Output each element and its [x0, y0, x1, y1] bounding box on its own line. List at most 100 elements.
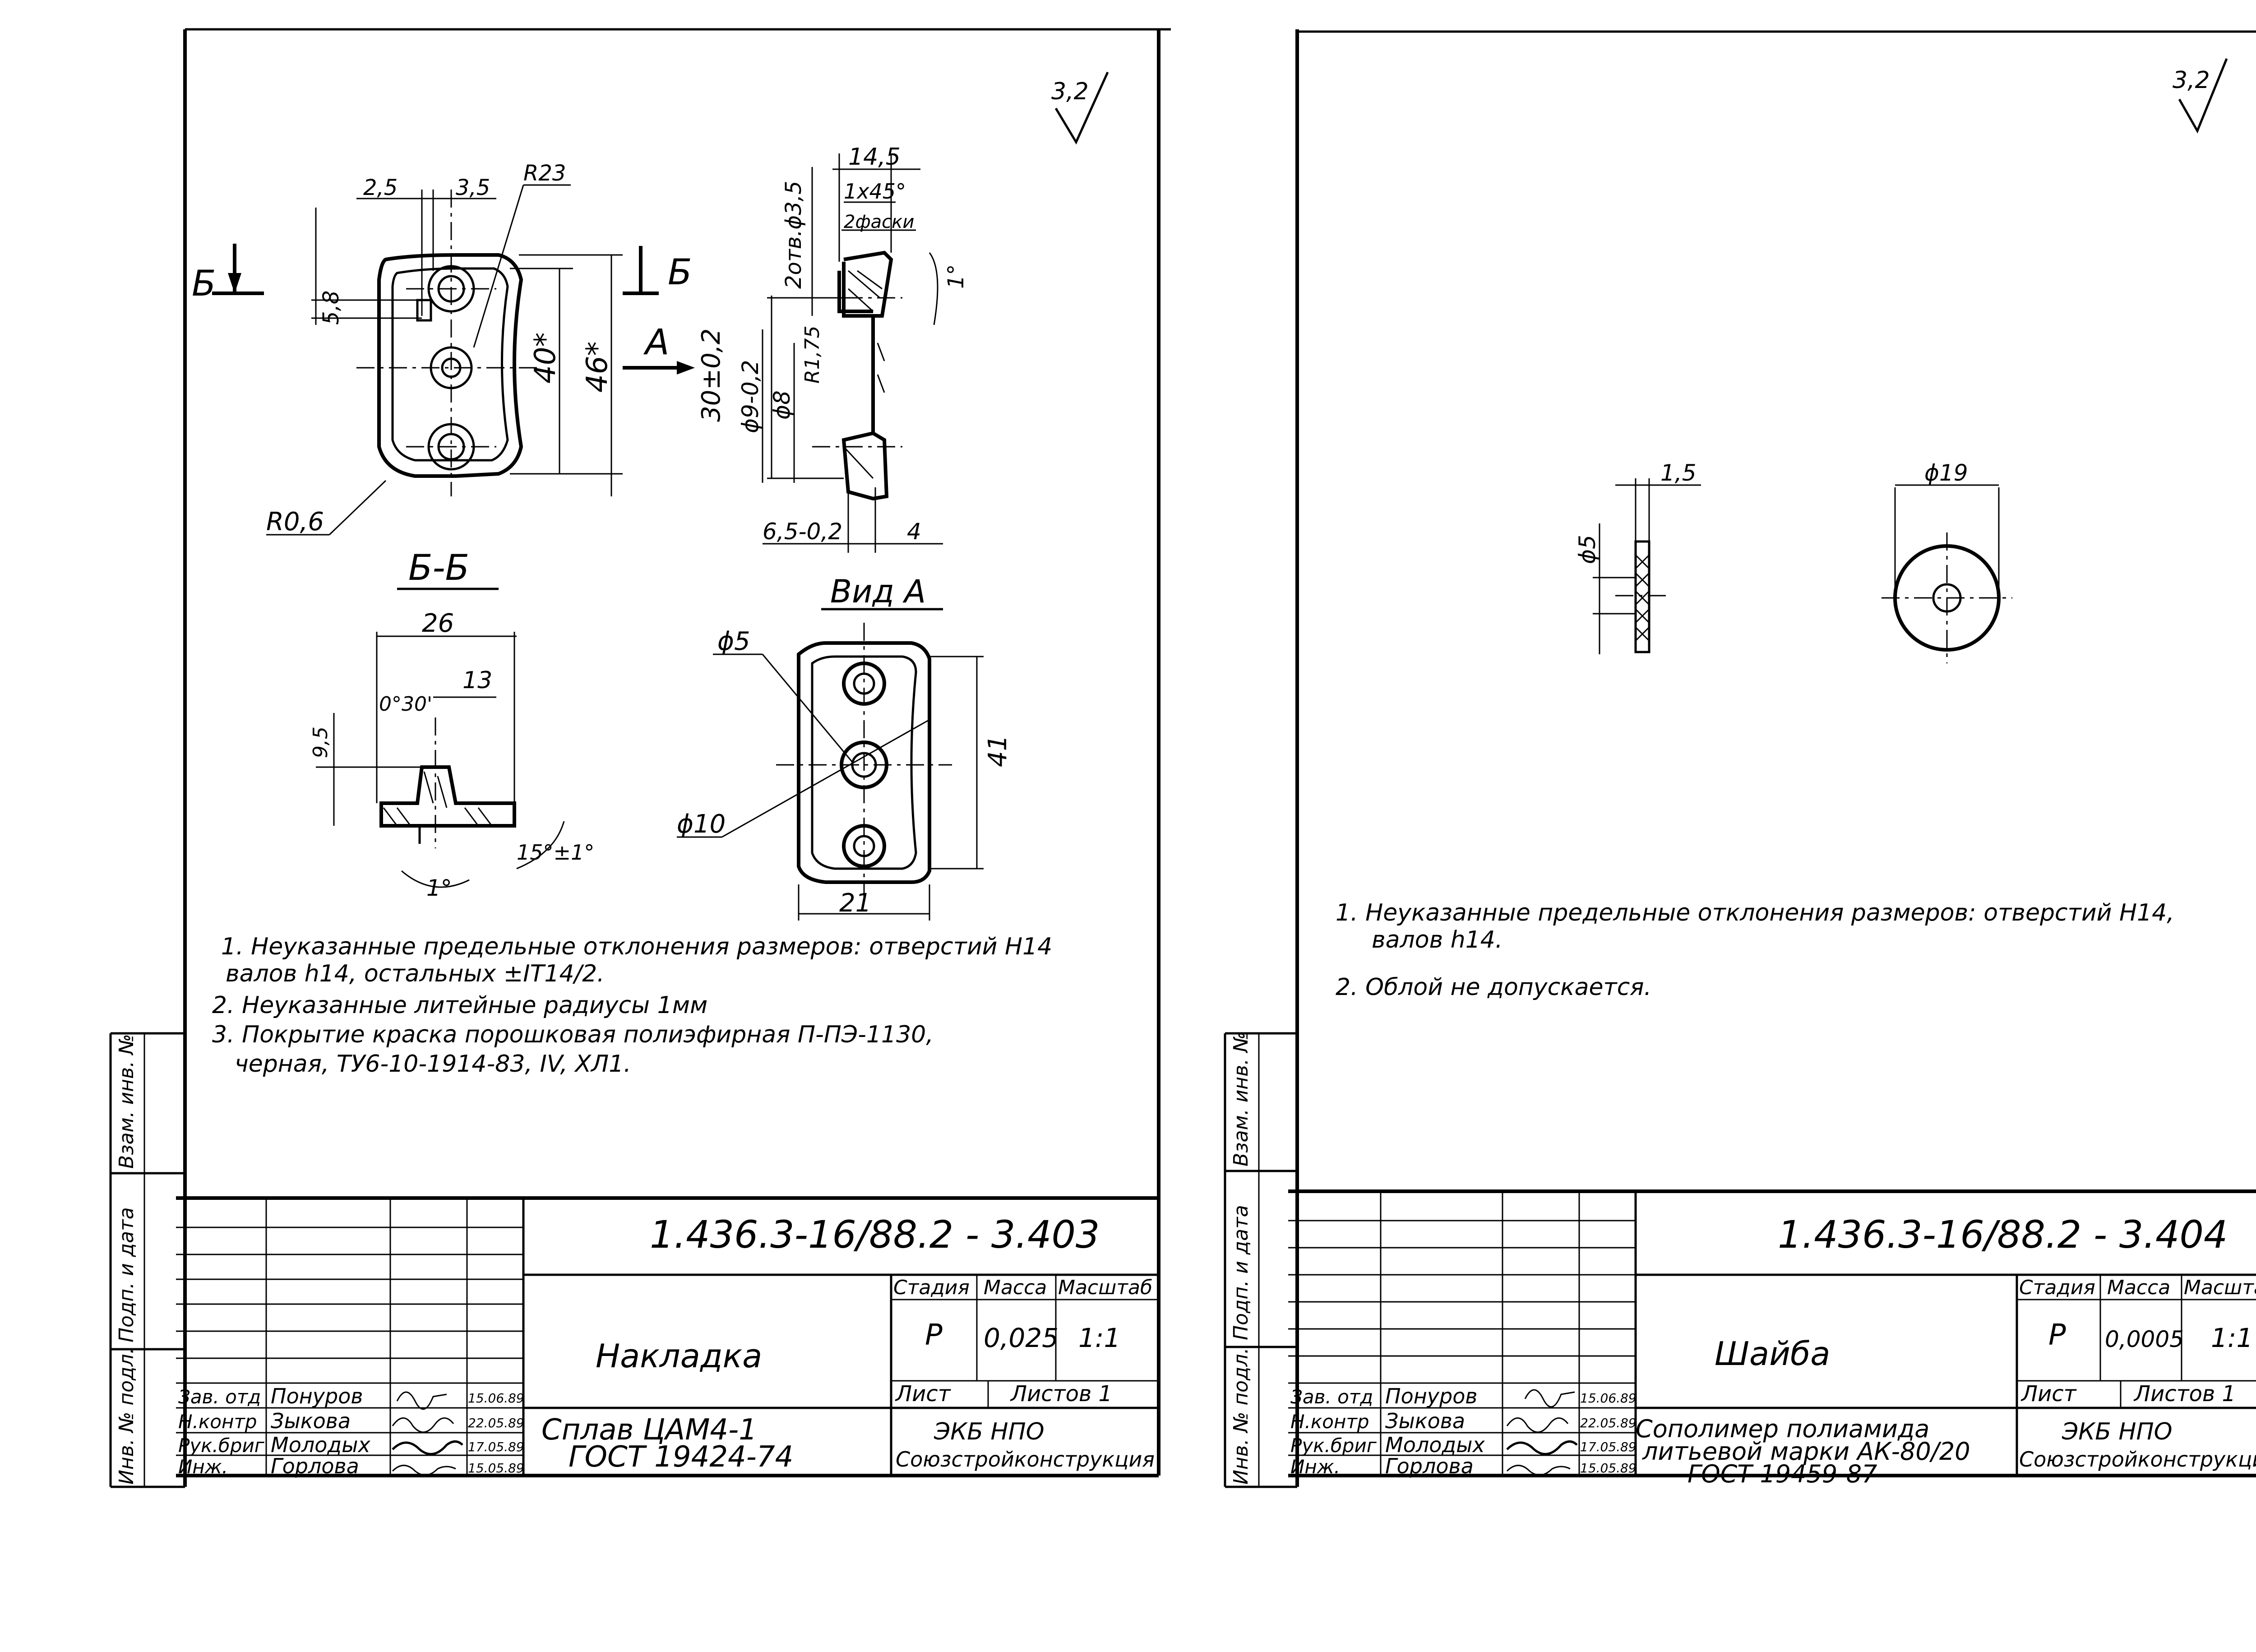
side-label-replace: Взам. инв. №	[115, 1034, 138, 1169]
roughness-mark-right: 3,2	[2173, 58, 2228, 134]
date-right-2: 22.05.89	[1580, 1416, 1637, 1430]
org-right-2: Союзстройконструкция	[2019, 1447, 2256, 1472]
signature-right-4	[1506, 1465, 1571, 1476]
mass-header-right: Масса	[2107, 1276, 2170, 1299]
svg-text:4: 4	[907, 518, 921, 545]
sheets-label: Листов 1	[1010, 1381, 1112, 1407]
svg-text:2отв.ϕ3,5: 2отв.ϕ3,5	[781, 181, 806, 289]
mass-value-right: 0,0005	[2105, 1326, 2184, 1352]
svg-text:21: 21	[839, 888, 871, 918]
designation: 1.436.3-16/88.2 - 3.403	[650, 1212, 1100, 1257]
svg-text:15°±1°: 15°±1°	[517, 840, 594, 865]
svg-text:ϕ5: ϕ5	[717, 627, 750, 656]
svg-text:3,2: 3,2	[2173, 67, 2210, 94]
date-4: 15.05.89	[468, 1461, 524, 1476]
scale-header-right: Масштаб	[2184, 1276, 2256, 1299]
signature-2	[392, 1417, 454, 1433]
svg-text:0°30': 0°30'	[379, 693, 432, 716]
date-right-3: 17.05.89	[1580, 1439, 1637, 1454]
svg-text:26: 26	[422, 609, 454, 638]
org-line-2: Союзстройконструкция	[896, 1447, 1155, 1472]
svg-text:R1,75: R1,75	[801, 325, 824, 384]
svg-text:2фаски: 2фаски	[844, 212, 914, 232]
material-right-3: ГОСТ 19459-87	[1687, 1460, 1877, 1488]
svg-text:ϕ9-0,2: ϕ9-0,2	[737, 360, 763, 433]
scale-value: 1:1	[1078, 1323, 1120, 1353]
role-right-4: Инж.	[1290, 1456, 1340, 1478]
svg-text:3,2: 3,2	[1051, 78, 1089, 105]
role-1: Зав. отд	[178, 1386, 261, 1408]
svg-text:1,5: 1,5	[1660, 460, 1697, 486]
view-title: Вид А	[830, 573, 926, 610]
svg-text:ϕ5: ϕ5	[1574, 535, 1600, 564]
stage-header-right: Стадия	[2019, 1276, 2095, 1299]
svg-text:30±0,2: 30±0,2	[697, 329, 726, 422]
svg-text:2,5: 2,5	[363, 175, 398, 200]
washer-front-view: ϕ19	[1882, 460, 2012, 663]
org-line-1: ЭКБ НПО	[934, 1418, 1045, 1445]
mass-value: 0,025	[984, 1323, 1059, 1353]
svg-text:ϕ10: ϕ10	[677, 810, 726, 839]
section-b-b: Б-Б 26 0°30' 13 9,5 15°±1° 1°	[309, 548, 594, 901]
part-name: Накладка	[596, 1337, 762, 1375]
svg-text:3,5: 3,5	[456, 175, 490, 200]
name-right-4: Горлова	[1385, 1454, 1474, 1478]
sheet-label: Лист	[895, 1381, 952, 1407]
note-right-1: 1. Неуказанные предельные отклонения раз…	[1336, 899, 2174, 926]
signature-4	[392, 1465, 456, 1476]
svg-text:40*: 40*	[529, 333, 562, 384]
svg-text:6,5-0,2: 6,5-0,2	[763, 518, 842, 545]
side-label-sign-right: Подп. и дата	[1230, 1205, 1253, 1340]
svg-text:R23: R23	[523, 161, 566, 186]
material-right-1: Сополимер полиамида	[1636, 1415, 1929, 1443]
date-right-1: 15.06.89	[1580, 1391, 1637, 1406]
section-title: Б-Б	[408, 548, 469, 588]
part-name-right: Шайба	[1715, 1335, 1830, 1373]
roughness-mark: 3,2	[1051, 71, 1109, 145]
technical-notes-right: 1. Неуказанные предельные отклонения раз…	[1336, 899, 2174, 1001]
note-3: 3. Покрытие краска порошковая полиэфирна…	[212, 1021, 934, 1048]
note-right-2: 2. Облой не допускается.	[1336, 974, 1651, 1001]
svg-text:R0,6: R0,6	[266, 507, 324, 537]
date-3: 17.05.89	[468, 1439, 524, 1454]
note-1-cont: валов h14, остальных ±IT14/2.	[226, 960, 605, 987]
svg-text:ϕ8: ϕ8	[769, 390, 795, 420]
scale-header: Масштаб	[1058, 1276, 1152, 1299]
stage-value: Р	[925, 1319, 943, 1352]
svg-text:1°: 1°	[943, 264, 969, 289]
scale-value-right: 1:1	[2211, 1323, 2253, 1353]
technical-notes: 1. Неуказанные предельные отклонения раз…	[212, 933, 1052, 1078]
date-1: 15.06.89	[468, 1391, 524, 1406]
washer-side-view: 1,5 ϕ5	[1574, 460, 1701, 654]
note-1: 1. Неуказанные предельные отклонения раз…	[221, 933, 1052, 960]
material-line-2: ГОСТ 19424-74	[569, 1440, 793, 1474]
svg-text:14,5: 14,5	[848, 143, 901, 171]
org-right-1: ЭКБ НПО	[2062, 1418, 2173, 1445]
role-right-1: Зав. отд	[1290, 1386, 1373, 1408]
side-label-inv-right: Инв. № подл.	[1230, 1347, 1253, 1485]
stage-header: Стадия	[893, 1276, 970, 1299]
name-right-3: Молодых	[1385, 1433, 1485, 1457]
svg-text:А: А	[643, 322, 669, 363]
role-right-2: Н.контр	[1290, 1411, 1369, 1433]
material-line-1: Сплав ЦАМ4-1	[541, 1413, 757, 1447]
view-a: Вид А ϕ5 ϕ10 41 21	[677, 573, 1012, 921]
right-sheet: Инв. № подл. Подп. и дата Взам. инв. № 1…	[1224, 29, 2256, 1488]
designation-right: 1.436.3-16/88.2 - 3.404	[1778, 1212, 2228, 1257]
note-right-1-cont: валов h14.	[1372, 926, 1502, 953]
svg-text:1x45°: 1x45°	[844, 179, 906, 204]
side-label-inv: Инв. № подл.	[115, 1347, 138, 1485]
signature-right-3	[1506, 1440, 1578, 1455]
name-3: Молодых	[271, 1433, 371, 1457]
date-2: 22.05.89	[468, 1416, 524, 1430]
signature-1	[396, 1391, 447, 1410]
side-view: 30±0,2 ϕ9-0,2 ϕ8 R1,75 14,5 1x45° 2фаски…	[697, 143, 969, 553]
svg-text:13: 13	[462, 667, 492, 694]
svg-text:Б: Б	[192, 264, 216, 304]
signature-3	[392, 1440, 463, 1455]
name-right-1: Понуров	[1385, 1384, 1477, 1408]
date-right-4: 15.05.89	[1580, 1461, 1637, 1476]
sheets-label-right: Листов 1	[2133, 1381, 2236, 1407]
signature-right-1	[1524, 1389, 1575, 1408]
svg-text:5,8: 5,8	[319, 291, 344, 325]
